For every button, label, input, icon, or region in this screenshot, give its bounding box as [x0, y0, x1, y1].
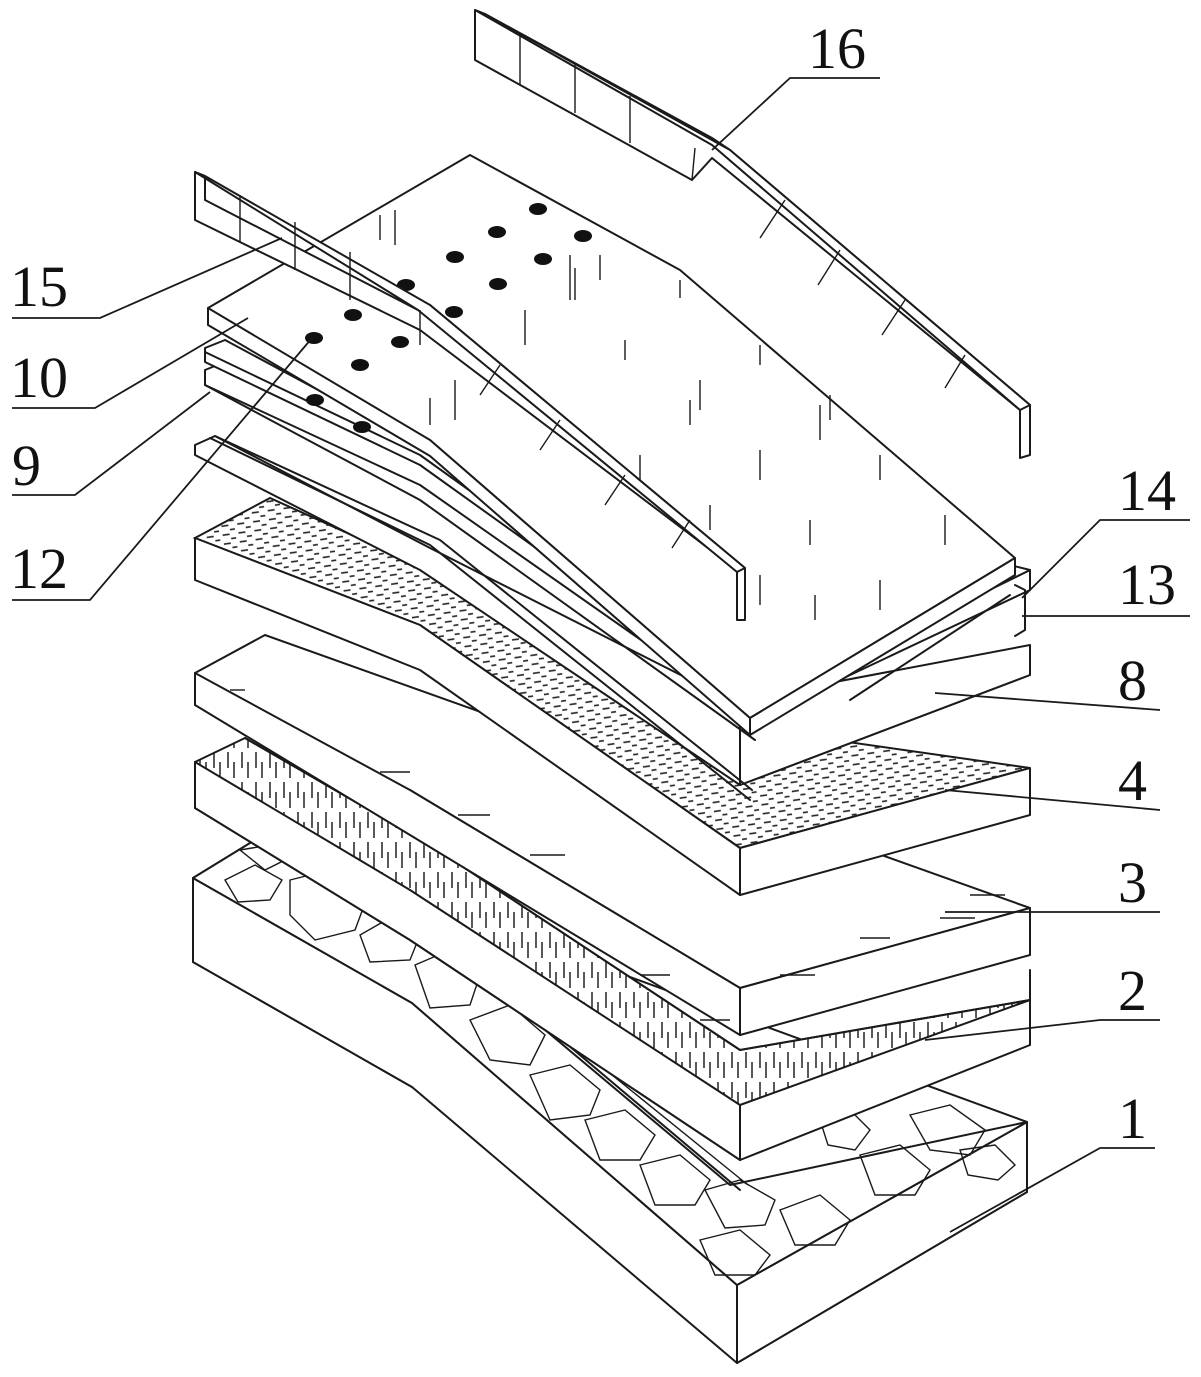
callout-15: 15 [10, 254, 68, 319]
callout-14: 14 [1118, 458, 1176, 523]
callout-3: 3 [1118, 850, 1147, 915]
callout-16: 16 [808, 16, 866, 81]
callout-12: 12 [10, 536, 68, 601]
callout-4: 4 [1118, 748, 1147, 813]
callout-13: 13 [1118, 552, 1176, 617]
callout-2: 2 [1118, 958, 1147, 1023]
callout-9: 9 [12, 433, 41, 498]
callout-1: 1 [1118, 1086, 1147, 1151]
callout-8: 8 [1118, 648, 1147, 713]
callout-10: 10 [10, 345, 68, 410]
